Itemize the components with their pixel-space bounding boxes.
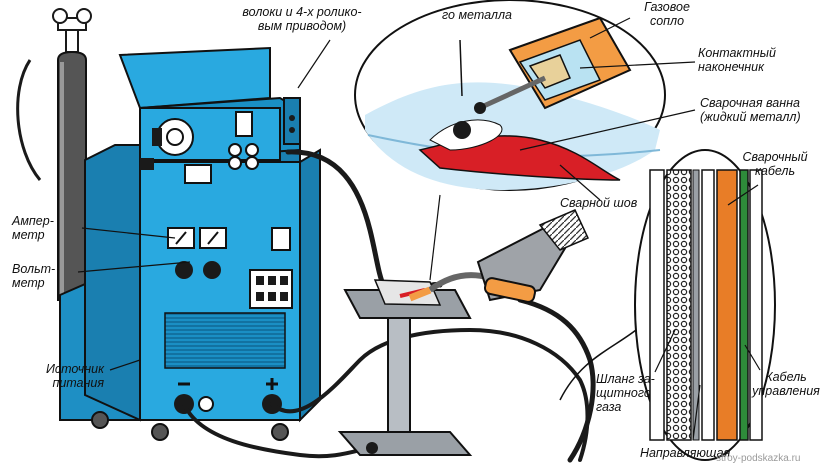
nozzle-magnified — [354, 0, 666, 191]
label-guide: Направляющая — [640, 446, 731, 460]
label-weld-seam: Сварной шов — [560, 196, 638, 210]
welding-table — [337, 279, 473, 456]
watermark: stroy-podskazka.ru — [716, 453, 801, 464]
gas-cylinder — [16, 8, 92, 301]
label-control-cable: Кабель управления — [752, 370, 820, 398]
power-source-unit — [59, 144, 321, 441]
label-gas-nozzle: Газовое сопло — [644, 0, 690, 28]
wire-feeder — [118, 46, 301, 184]
label-ammeter: Ампер- метр — [12, 214, 54, 242]
label-weld-pool: Сварочная ванна (жидкий металл) — [700, 96, 801, 124]
label-metal: го металла — [442, 8, 512, 22]
leader-lines — [77, 17, 761, 441]
label-gas-hose: Шланг за- щитного газа — [596, 372, 655, 414]
label-wire-feed: волоки и 4-х ролико- вым приводом) — [242, 5, 362, 33]
welding-torch — [408, 209, 590, 303]
label-contact-tip: Контактный наконечник — [698, 46, 776, 74]
cable-cross-section — [559, 149, 776, 461]
label-voltmeter: Вольт- метр — [12, 262, 56, 290]
label-power-source: Источник питания — [45, 362, 104, 390]
label-weld-cable: Сварочный кабель — [742, 150, 808, 178]
